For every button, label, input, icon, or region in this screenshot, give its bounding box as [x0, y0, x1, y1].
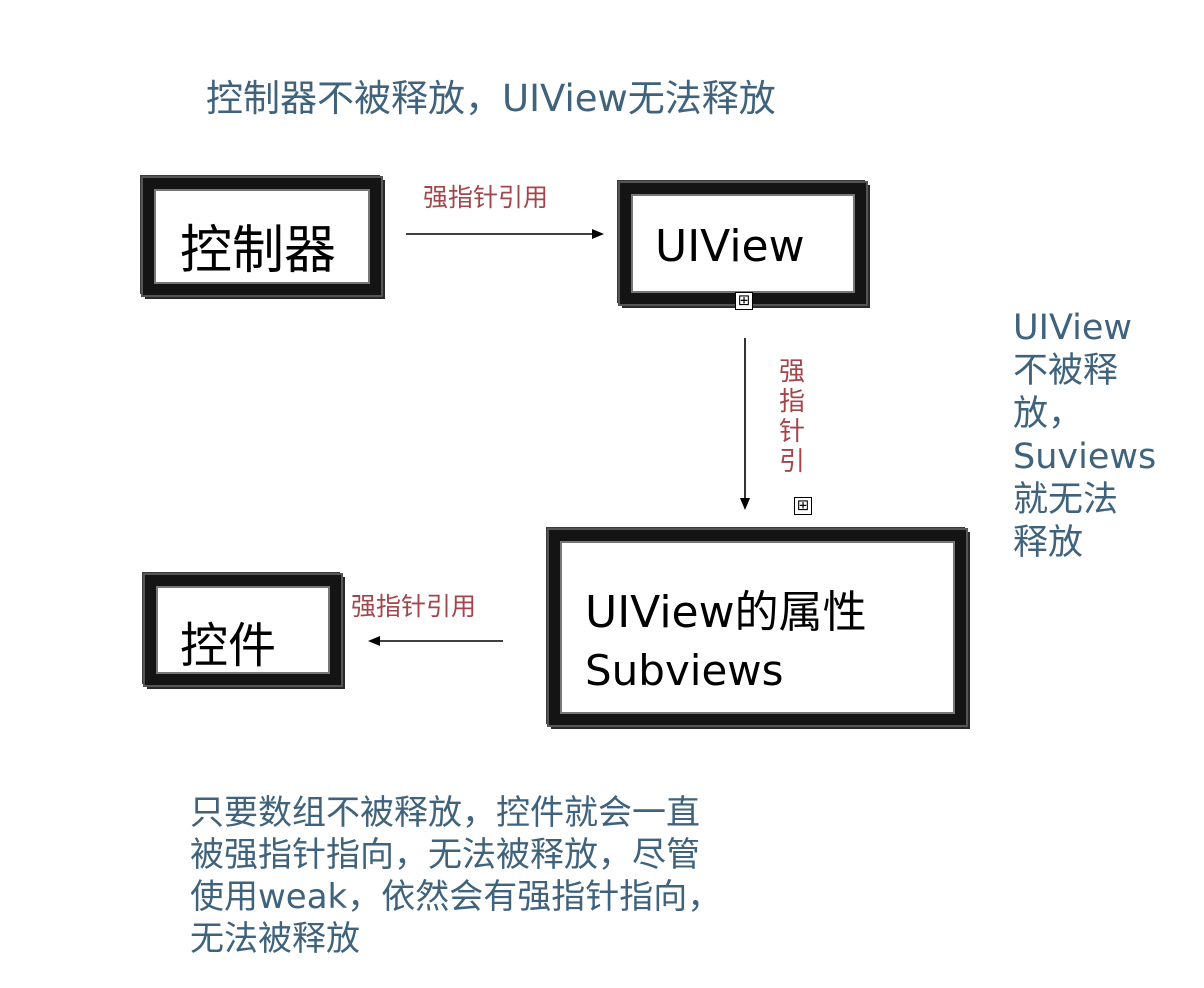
- edge-label-subviews-control: 强指针引用: [351, 592, 477, 621]
- note-right-line: 放，: [1013, 394, 1084, 434]
- note-right-line: 不被释: [1013, 351, 1119, 391]
- edge-label-uiview-subviews: 强 指 针 引: [777, 357, 807, 477]
- note-bottom-line: 只要数组不被释放，控件就会一直: [190, 793, 700, 833]
- edge-char: 指: [778, 387, 805, 417]
- note-bottom-line: 使用weak，依然会有强指针指向，: [190, 877, 722, 917]
- note-bottom: 只要数组不被释放，控件就会一直 被强指针指向，无法被释放，尽管 使用weak，依…: [190, 792, 830, 960]
- subviews-label-line1: UIView的属性: [585, 587, 867, 638]
- note-right: UIView 不被释 放， Suviews 就无法 释放: [1013, 307, 1183, 565]
- arrow-controller-to-uiview: [406, 229, 604, 239]
- note-right-line: Suviews: [1013, 437, 1157, 477]
- uiview-label: UIView: [655, 221, 805, 272]
- controller-label: 控制器: [180, 221, 337, 281]
- note-right-line: UIView: [1013, 308, 1132, 348]
- control-label: 控件: [180, 618, 277, 674]
- note-right-line: 就无法: [1013, 480, 1119, 520]
- controller-box: 控制器: [143, 178, 381, 295]
- expand-icon[interactable]: ⊞: [735, 292, 753, 310]
- subviews-label-line2: Subviews: [585, 646, 784, 695]
- note-bottom-line: 无法被释放: [190, 919, 360, 959]
- arrow-uiview-to-subviews: [740, 338, 750, 510]
- uiview-box: UIView: [620, 183, 866, 304]
- control-box: 控件: [145, 575, 341, 685]
- diagram-title: 控制器不被释放，UIView无法释放: [206, 77, 776, 120]
- expand-icon[interactable]: ⊞: [794, 497, 812, 515]
- arrow-subviews-to-control: [368, 636, 503, 646]
- edge-char: 强: [778, 357, 805, 387]
- subviews-box: UIView的属性 Subviews: [549, 530, 966, 725]
- note-bottom-line: 被强指针指向，无法被释放，尽管: [190, 835, 700, 875]
- edge-label-controller-uiview: 强指针引用: [423, 183, 549, 212]
- edge-char: 针: [778, 417, 805, 447]
- edge-char: 引: [778, 447, 805, 477]
- note-right-line: 释放: [1013, 523, 1084, 563]
